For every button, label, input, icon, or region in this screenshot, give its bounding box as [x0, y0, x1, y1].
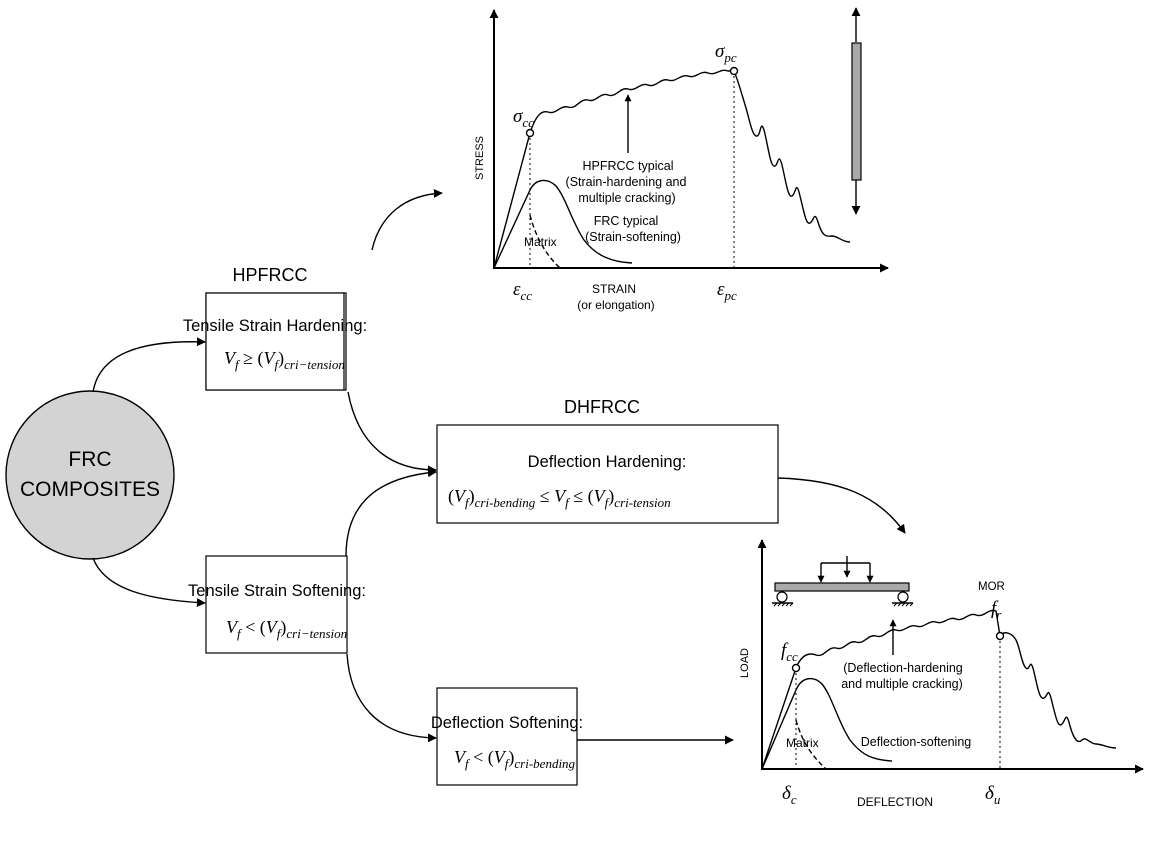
bottom-hardening-curve	[761, 609, 1117, 770]
top-sigma-pc-label: σpc	[715, 41, 737, 65]
top-hardening-text-3: multiple cracking)	[578, 191, 675, 205]
deflection-softening-title: Deflection Softening:	[431, 714, 583, 732]
circle-label-line2: COMPOSITES	[20, 478, 160, 501]
bottom-delta-c-label: δc	[782, 783, 797, 807]
top-y-label: STRESS	[474, 136, 486, 180]
frc-composites-circle	[5, 390, 175, 560]
top-matrix-label: Matrix	[524, 235, 557, 249]
top-chart: STRESS σcc σpc HPFRCC typical (Strain-ha…	[474, 7, 889, 312]
top-sigma-cc-point	[525, 128, 535, 138]
top-x-sublabel: (or elongation)	[577, 298, 654, 312]
arrow-tensile-hardening-to-deflection-hardening	[347, 391, 437, 475]
arrow-tensile-softening-to-deflection-hardening	[345, 468, 437, 557]
bottom-fr-label: fr	[991, 598, 1002, 622]
bottom-matrix-label: Matrix	[786, 736, 819, 750]
frame-box-1	[205, 292, 345, 391]
frame-box-3	[205, 555, 348, 654]
bottom-x-label: DEFLECTION	[857, 795, 933, 809]
bottom-hardening-text-1: (Deflection-hardening	[843, 661, 963, 675]
top-x-label: STRAIN	[592, 282, 636, 296]
top-matrix-tail	[529, 214, 561, 269]
bottom-fcc-point	[791, 663, 801, 673]
arrow-circle-to-tensile-hardening	[92, 337, 206, 393]
top-softening-curve	[493, 179, 633, 269]
tensile-hardening-title: Tensile Strain Hardening:	[183, 317, 367, 335]
top-hardening-text-2: (Strain-hardening and	[566, 175, 687, 189]
arrow-tensile-softening-to-deflection-softening	[346, 653, 437, 743]
bottom-fr-point	[995, 631, 1005, 641]
top-sigma-pc-point	[729, 66, 739, 76]
bottom-chart: LOAD MOR fr fcc (Deflection-hardening a	[739, 539, 1144, 809]
frame-box-4	[436, 687, 578, 786]
top-eps-cc-label: εcc	[513, 279, 532, 303]
specimen-bar	[851, 42, 862, 181]
circle-label-line1: FRC	[68, 448, 111, 471]
bottom-fcc-label: fcc	[781, 640, 798, 664]
top-softening-text-2: (Strain-softening)	[585, 230, 681, 244]
bottom-hardening-text-2: and multiple cracking)	[841, 677, 963, 691]
deflection-hardening-title: Deflection Hardening:	[528, 453, 687, 471]
frame-box-2	[436, 424, 779, 524]
top-eps-pc-label: εpc	[717, 279, 737, 303]
beam-sketch	[772, 556, 914, 607]
top-hardening-text-1: HPFRCC typical	[583, 159, 674, 173]
hpfrcc-label: HPFRCC	[233, 265, 308, 285]
top-sigma-cc-label: σcc	[513, 106, 534, 130]
tensile-softening-title: Tensile Strain Softening:	[188, 582, 366, 600]
top-softening-text-1: FRC typical	[594, 214, 659, 228]
arrow-hpfrcc-to-top-chart	[371, 188, 443, 251]
bottom-softening-text: Deflection-softening	[861, 735, 972, 749]
dhfrcc-label: DHFRCC	[564, 397, 640, 417]
arrow-deflection-hardening-to-bottom-chart	[777, 477, 906, 534]
bottom-mor-label: MOR	[978, 581, 1005, 593]
bottom-y-label: LOAD	[739, 648, 751, 678]
bottom-delta-u-label: δu	[985, 783, 1001, 807]
top-hardening-curve	[493, 69, 851, 269]
arrow-circle-to-tensile-softening	[92, 557, 206, 608]
bottom-softening-curve	[761, 677, 893, 770]
